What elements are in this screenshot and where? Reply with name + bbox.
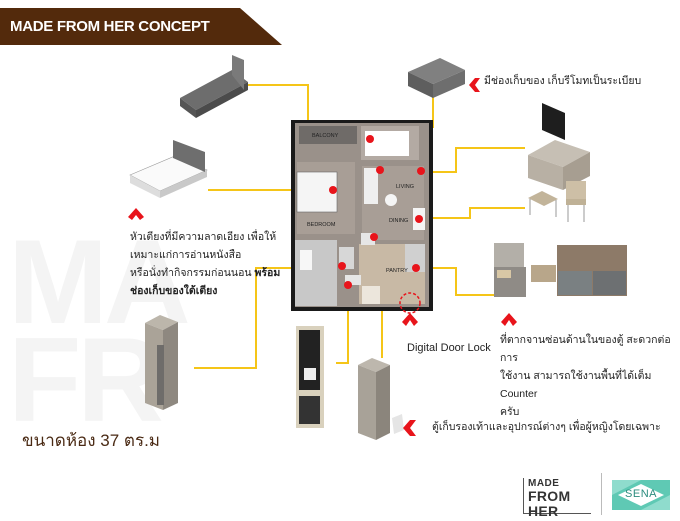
marker-balcony — [366, 135, 374, 143]
header-banner: MADE FROM HER CONCEPT — [0, 8, 282, 45]
chevron-up-icon-bed — [128, 208, 144, 220]
callout-bed-line3-text: หรือนั่งทำกิจกรรมก่อนนอน — [130, 267, 255, 279]
sena-logo — [612, 480, 670, 510]
floor-plan: BALCONY LIVING DINING BEDROOM PANTRY — [291, 120, 433, 314]
callout-bed-line4: ช่องเก็บของใต้เตียง — [130, 282, 280, 300]
callout-bed: หัวเตียงที่มีความลาดเอียง เพื่อให้ เหมาะ… — [130, 228, 280, 300]
callout-door-lock: Digital Door Lock — [407, 342, 491, 354]
marker-tv — [417, 167, 425, 175]
sena-logo-text: SENA — [625, 488, 657, 500]
made-from-her-logo: MADE FROM HER — [523, 478, 591, 519]
shoe-cabinet-illustration — [358, 358, 404, 440]
callout-bed-line3-bold: พร้อม — [254, 267, 281, 279]
connector-dining — [419, 207, 525, 219]
callout-shoe-cabinet: ตู้เก็บรองเท้าและอุปกรณ์ต่างๆ เพื่อผู้หญ… — [432, 421, 661, 433]
tv-cabinet-illustration — [528, 103, 590, 190]
chevron-left-icon-shoe — [403, 420, 416, 436]
callout-bed-line3: หรือนั่งทำกิจกรรมก่อนนอน พร้อม — [130, 264, 280, 282]
chevron-left-icon-sofa — [469, 78, 480, 92]
closet-illustration — [296, 326, 324, 428]
logo-line2: FROM HER — [528, 488, 571, 519]
sofa-illustration — [408, 58, 465, 98]
marker-sofa — [376, 166, 384, 174]
logo-line1: MADE — [528, 478, 560, 489]
wardrobe-illustration — [145, 315, 178, 410]
marker-bed — [329, 186, 337, 194]
callout-bed-line2: เหมาะแก่การอ่านหนังสือ — [130, 249, 242, 261]
connector-kitchen — [421, 267, 494, 296]
marker-shoe — [370, 233, 378, 241]
logo-divider — [601, 473, 602, 515]
daybed-illustration — [180, 55, 248, 118]
marker-closet — [344, 281, 352, 289]
watermark-line2: FR — [8, 313, 164, 447]
room-label-balcony: BALCONY — [312, 133, 339, 139]
room-label-dining: DINING — [389, 218, 408, 224]
banner-shape — [0, 8, 282, 45]
callout-pantry: ที่ตากจานซ่อนด้านในของตู้ สะดวกต่อการ ใช… — [500, 331, 680, 421]
kitchen-illustration — [494, 243, 627, 297]
callout-bed-line4-bold: ช่องเก็บของใต้เตียง — [130, 285, 218, 297]
chevron-up-icon-pantry — [501, 313, 517, 326]
marker-wardrobe — [338, 262, 346, 270]
callout-pantry-line2: ใช้งาน สามารถใช้งานพื้นที่ได้เต็ม Counte… — [500, 370, 652, 400]
room-label-living: LIVING — [396, 184, 414, 190]
connector-tv — [424, 147, 525, 173]
page-title: MADE FROM HER CONCEPT — [10, 18, 210, 35]
room-label-bedroom: BEDROOM — [307, 222, 336, 228]
callout-pantry-line3: ครับ — [500, 406, 520, 418]
callout-sofa: มีช่องเก็บของ เก็บรีโมทเป็นระเบียบ — [484, 75, 642, 87]
room-label-pantry: PANTRY — [386, 268, 408, 274]
marker-kitchen — [412, 264, 420, 272]
chevron-up-icon-doorlock — [402, 313, 418, 326]
room-size-label: ขนาดห้อง 37 ตร.ม — [22, 431, 161, 450]
dining-set-illustration — [528, 181, 586, 222]
marker-dining — [415, 215, 423, 223]
bed-illustration — [129, 140, 208, 198]
callout-bed-line1: หัวเตียงที่มีความลาดเอียง เพื่อให้ — [130, 231, 277, 243]
callout-pantry-line1: ที่ตากจานซ่อนด้านในของตู้ สะดวกต่อการ — [500, 334, 671, 364]
